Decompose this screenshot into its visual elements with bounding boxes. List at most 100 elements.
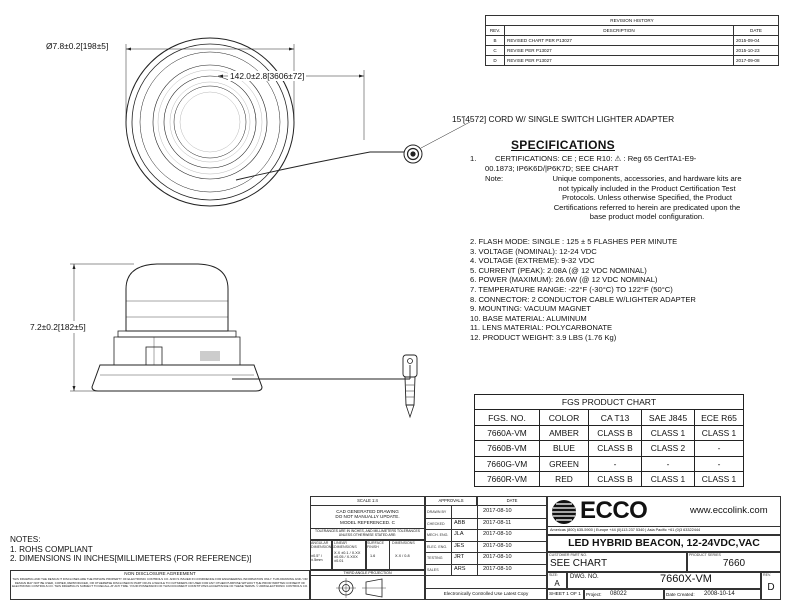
- fgs-header-cell: SAE J845: [641, 409, 695, 426]
- rev-cell: D: [485, 55, 505, 66]
- note-line: not typically included in the Product Ce…: [558, 183, 736, 193]
- approval-name: ABB: [454, 519, 466, 526]
- approval-date: 2017-08-10: [483, 554, 512, 560]
- tol-angular-value: ±0.5° / ±.5mm: [311, 554, 323, 562]
- fgs-product-chart: FGS PRODUCT CHART FGS. NO. COLOR CA T13 …: [474, 393, 744, 488]
- approval-name: JRT: [454, 554, 465, 560]
- approval-date: 2017-08-11: [483, 519, 512, 526]
- tol-surface-label: SURFACE FINISH: [367, 541, 384, 549]
- fgs-cell: -: [694, 440, 744, 457]
- approval-role: TESTING: [427, 556, 443, 560]
- tol-dimensions-label: DIMENSIONS: [392, 541, 415, 545]
- description-cell: REVISE PER P13027: [504, 45, 734, 56]
- spec-item: 7. TEMPERATURE RANGE: -22°F (-30°C) TO 1…: [470, 284, 673, 294]
- note-text: Unique components, accessories, and hard…: [516, 174, 778, 222]
- controlled-copy-note: Electronically Controlled Use Latest Cop…: [443, 591, 529, 596]
- tol-angular-label: ANGULAR DIMENSIONS: [311, 541, 334, 549]
- diameter-dimension: Ø7.8±0.2[198±5]: [44, 41, 111, 51]
- spec-item: 2. FLASH MODE: SINGLE : 125 ± 5 FLASHES …: [470, 237, 678, 246]
- table-row: B REVISED CHART PER P13027 2015-09-04: [485, 35, 779, 46]
- notes-block: NOTES: 1. ROHS COMPLIANT 2. DIMENSIONS I…: [10, 535, 252, 564]
- revision-history-table: REVISION HISTORY REV. DESCRIPTION DATE B…: [485, 15, 779, 66]
- website-link[interactable]: www.eccolink.com: [690, 505, 768, 516]
- nda-title: NON DISCLOSURE AGREEMENT: [124, 571, 196, 576]
- fgs-cell: CLASS 1: [694, 470, 744, 488]
- fgs-cell: CLASS 2: [641, 440, 695, 457]
- approval-role: CHECKED: [427, 521, 445, 526]
- spec-item: 3. VOLTAGE (NOMINAL): 12-24 VDC: [470, 246, 597, 256]
- fgs-cell: CLASS 1: [641, 424, 695, 442]
- scale-label: SCALE 1:4: [357, 498, 378, 503]
- fgs-cell: -: [694, 455, 744, 472]
- fgs-header-cell: COLOR: [539, 409, 589, 426]
- rev-cell: B: [485, 35, 505, 46]
- approvals-header: APPROVALS: [438, 498, 464, 503]
- table-row: 7660R-VM RED CLASS B CLASS 1 CLASS 1: [474, 470, 744, 488]
- nda-block: [10, 570, 310, 600]
- fgs-header-cell: CA T13: [588, 409, 642, 426]
- approval-name: JES: [454, 542, 465, 549]
- date-cell: 2017-09-08: [733, 55, 779, 66]
- dwg-no-label: DWG. NO.: [570, 574, 599, 580]
- fgs-cell: -: [641, 455, 695, 472]
- approval-role: SALES: [427, 567, 439, 572]
- fgs-chart-title: FGS PRODUCT CHART: [474, 393, 744, 411]
- customer-part-label: CUSTOMER PART NO.: [549, 553, 588, 557]
- approval-role: DRAWN BY: [427, 510, 447, 514]
- note-line: Certifications referred to herein are pr…: [553, 202, 741, 212]
- dwg-no-value: 7660X-VM: [660, 573, 712, 585]
- approval-role: ELEC. ENG.: [427, 544, 448, 549]
- tol-dimensions-value: X.X / 0.8: [395, 554, 410, 558]
- tol-linear-value: X.X ±0.1 / X.XX ±0.05 / X.XXX ±0.01: [334, 551, 361, 563]
- date-cell: 2015-09-04: [733, 35, 779, 46]
- note-line: base product model configuration.: [589, 212, 705, 222]
- cad-note-line: CAD GENERATED DRAWING: [336, 509, 399, 514]
- fgs-cell: CLASS 1: [694, 424, 744, 442]
- approval-name: ARS: [454, 565, 466, 572]
- spec-item-1-line2: 00.1873; IP6K6D/|P6K7D; SEE CHART: [485, 164, 619, 173]
- spec-item-1-line1: CERTIFICATIONS: CE ; ECE R10: ⚠ : Reg 65…: [495, 154, 697, 163]
- cad-note-line: DO NOT MANUALLY UPDATE.: [335, 514, 400, 520]
- cad-note-line: MODEL REFERENCED. C: [340, 519, 395, 525]
- ecco-globe-icon: [552, 500, 576, 524]
- description-col-header: DESCRIPTION: [504, 25, 734, 36]
- spec-item-1-number: 1.: [470, 154, 477, 163]
- spec-item: 8. CONNECTOR: 2 CONDUCTOR CABLE W/LIGHTE…: [470, 294, 696, 304]
- spec-item: 10. BASE MATERIAL: ALUMINUM: [470, 313, 587, 323]
- fgs-cell: 7660G-VM: [474, 455, 540, 472]
- approval-row: CHECKED ABB 2017-08-11: [425, 518, 547, 530]
- table-row: C REVISE PER P13027 2015-10-23: [485, 45, 779, 56]
- fgs-cell: CLASS B: [588, 424, 642, 442]
- product-title: LED HYBRID BEACON, 12-24VDC,VAC: [568, 537, 760, 549]
- fgs-cell: -: [588, 455, 642, 472]
- phone-numbers: Americas (800) 635-5900 | Europe +44 (0)…: [550, 528, 701, 532]
- date-cell: 2015-10-23: [733, 45, 779, 56]
- revision-history-title: REVISION HISTORY: [485, 15, 779, 26]
- approval-row: DRAWN BY 2017-08-10: [425, 506, 547, 519]
- approval-date: 2017-08-10: [483, 565, 512, 572]
- cord-callout: 15'[4572] CORD W/ SINGLE SWITCH LIGHTER …: [452, 114, 675, 124]
- note-item: 2. DIMENSIONS IN INCHES[MILLIMETERS (FOR…: [10, 554, 252, 564]
- fgs-cell: CLASS B: [588, 470, 642, 488]
- rev-value: D: [767, 582, 775, 593]
- tolerance-note: TOLERANCES ARE IN INCHES, AND MILLIMETER…: [315, 529, 420, 538]
- note-line: Unique components, accessories, and hard…: [552, 174, 742, 183]
- table-row: D REVISE PER P13027 2017-09-08: [485, 55, 779, 66]
- customer-part-value: SEE CHART: [550, 558, 608, 569]
- side-view-drawing: [70, 263, 418, 419]
- fgs-cell: BLUE: [539, 440, 589, 457]
- spec-items: 2. FLASH MODE: SINGLE : 125 ± 5 FLASHES …: [470, 237, 696, 343]
- product-series-label: PRODUCT SERIES: [689, 553, 721, 557]
- rev-col-header: REV.: [485, 25, 505, 36]
- fgs-cell: RED: [539, 470, 589, 488]
- fgs-cell: CLASS B: [588, 440, 642, 457]
- nda-text: THIS DRAWING AND THE DESIGN IT DISCLOSES…: [12, 577, 308, 588]
- table-row: 7660B-VM BLUE CLASS B CLASS 2 -: [474, 440, 744, 457]
- spec-item: 4. VOLTAGE (EXTREME): 9-32 VDC: [470, 256, 595, 266]
- specifications-title: SPECIFICATIONS: [511, 138, 615, 152]
- table-row: 7660G-VM GREEN - - -: [474, 455, 744, 472]
- approval-row: ELEC. ENG. JES 2017-08-10: [425, 541, 547, 553]
- third-angle-label: THIRD ANGLE PROJECTION: [343, 571, 392, 575]
- cad-note: CAD GENERATED DRAWING DO NOT MANUALLY UP…: [310, 509, 425, 525]
- fgs-cell: 7660A-VM: [474, 424, 540, 442]
